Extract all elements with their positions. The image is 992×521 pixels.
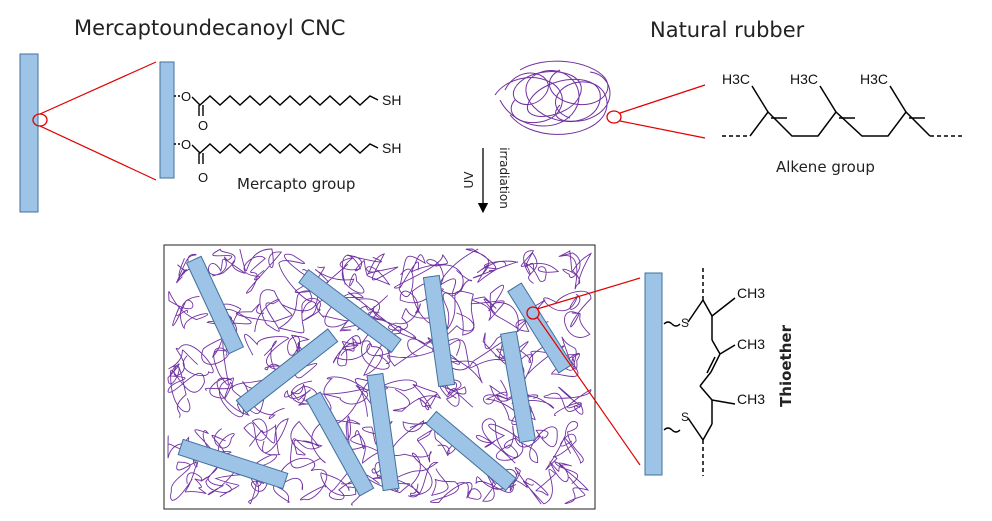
cnc-surface-rod [159,61,175,179]
rubber-chain [280,334,318,379]
rubber-chain [520,250,560,284]
rubber-chain [469,332,520,373]
rubber-chain [392,452,439,498]
cnc-surface-rod-thioether [644,272,663,476]
rubber-chain [200,464,256,498]
mercapto-chain-2: O O SH [174,137,401,185]
thioether-wavy-bond [663,321,681,327]
rubber-chain [549,461,590,505]
sulfur-label: S [681,316,689,330]
rubber-chain [483,379,522,422]
thiol-label: SH [382,140,401,156]
oxygen-label: O [198,170,208,185]
zoom-circle-rubber [606,110,622,124]
cnc-rod [507,282,573,374]
cnc-rod [185,255,245,355]
rubber-chain [545,421,584,471]
rubber-chain [361,325,402,376]
rubber-chain [208,248,246,277]
rubber-chain [504,425,558,464]
mercapto-chain-1: O O SH [174,89,401,133]
rubber-chain [551,336,580,377]
zoom-line-rubber-bottom [619,120,706,139]
cnc-rods [177,255,573,497]
alkene-group-label: Alkene group [776,158,875,176]
cnc-rod [235,328,339,414]
rubber-chain [543,386,592,417]
rubber-chain [168,291,209,330]
irradiation-label: irradiation [497,147,511,209]
cnc-rod [366,372,400,492]
rubber-chain [475,469,519,502]
rubber-title: Natural rubber [650,18,805,42]
rubber-chain [558,250,593,290]
rubber-chain [347,253,399,286]
sulfur-label: S [681,410,689,424]
rubber-chain [332,335,371,367]
rubber-chain [243,418,289,456]
thioether-label: Thioether [777,324,795,407]
rubber-network [167,248,593,506]
oxygen-label: O [181,89,191,104]
cnc-title: Mercaptoundecanoyl CNC [74,16,346,40]
methyl-label: CH3 [737,336,765,352]
rubber-chain [170,461,207,501]
methyl-label: H3C [790,71,818,87]
rubber-chain [394,254,448,298]
cnc-rod [499,330,537,444]
oxygen-label: O [181,137,191,152]
cnc-rod [298,269,402,353]
rubber-chain [315,255,365,294]
methyl-label: CH3 [737,391,765,407]
rubber-chain [239,248,283,294]
zoom-line-composite-top [536,277,641,310]
rubber-chain [290,418,328,469]
oxygen-label: O [198,118,208,133]
rubber-chain [475,418,524,464]
methyl-label: CH3 [737,285,765,301]
rubber-chain [543,290,592,338]
rubber-chain [323,416,365,461]
cnc-rod [422,274,456,388]
zoom-line-rubber-top [619,84,706,114]
rubber-chain [167,365,205,418]
cnc-rod [425,410,517,492]
rubber-chain [201,328,233,386]
methyl-label: H3C [860,71,888,87]
thioether-structure [687,268,736,476]
cnc-rod [305,391,375,497]
rubber-coil-small [494,60,611,135]
rubber-chain [175,253,211,293]
rubber-chain [430,468,482,504]
zoom-line-cnc-bottom [39,125,157,181]
thiol-label: SH [382,92,401,108]
polyisoprene-structure [722,85,962,137]
cnc-rod-large [19,53,39,213]
thioether-wavy-bond [663,427,681,433]
rubber-chain [235,289,293,333]
methyl-label: H3C [722,71,750,87]
rubber-chain [316,292,364,332]
rubber-chain [465,248,518,283]
rubber-chain [392,383,441,412]
mercapto-group-label: Mercapto group [237,175,355,193]
zoom-circle-composite [526,306,540,320]
cnc-rod [177,438,289,490]
zoom-line-cnc-top [39,61,157,115]
zoom-line-composite-bottom [536,316,641,466]
rubber-chain [506,467,557,505]
rubber-chain [320,470,362,506]
uv-label: UV [462,171,476,189]
rubber-chain [390,419,433,463]
